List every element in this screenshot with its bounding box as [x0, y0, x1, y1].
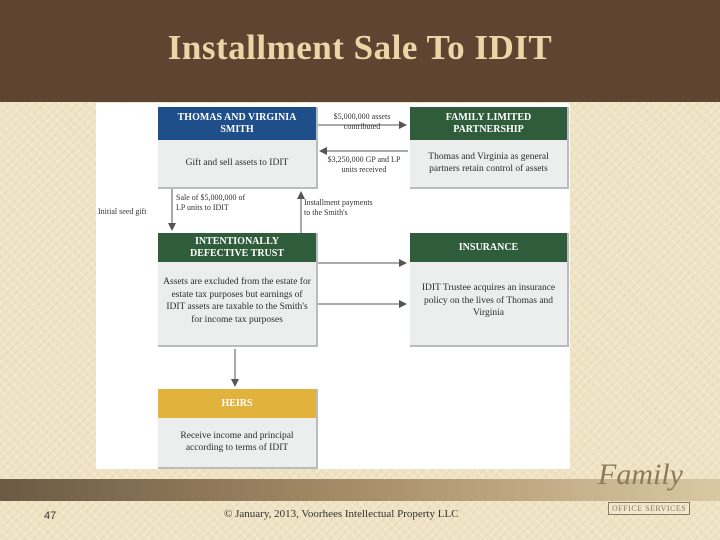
box-smith-body: Gift and sell assets to IDIT [185, 157, 289, 168]
box-idit-body: Assets are excluded from the estate for … [163, 277, 311, 325]
copyright-text: © January, 2013, Voorhees Intellectual P… [224, 508, 459, 520]
label-gp-lp-units: $3,250,000 GP and LP units received [327, 155, 401, 174]
box-smith-head: THOMAS AND VIRGINIA SMITH [158, 107, 316, 140]
label-sale-lp-units: Sale of $5,000,000 of LP units to IDIT [176, 193, 246, 212]
box-heirs-body: Receive income and principal according t… [180, 430, 294, 454]
family-office-services-logo: Family OFFICE SERVICES [588, 458, 696, 520]
box-flp: FAMILY LIMITED PARTNERSHIP Thomas and Vi… [410, 107, 569, 189]
box-insurance: INSURANCE IDIT Trustee acquires an insur… [410, 233, 569, 347]
box-heirs: HEIRS Receive income and principal accor… [158, 389, 318, 469]
title-bar: Installment Sale To IDIT [0, 0, 720, 102]
box-insurance-head: INSURANCE [410, 233, 567, 262]
page-number: 47 [44, 510, 57, 522]
box-idit: INTENTIONALLY DEFECTIVE TRUST Assets are… [158, 233, 318, 347]
slide-title: Installment Sale To IDIT [167, 28, 553, 67]
box-flp-body: Thomas and Virginia as general partners … [428, 151, 549, 175]
label-assets-contributed: $5,000,000 assets contributed [333, 112, 391, 131]
label-installment-payments: Installment payments to the Smith's [304, 198, 373, 217]
box-idit-head: INTENTIONALLY DEFECTIVE TRUST [158, 233, 316, 262]
logo-subtitle: OFFICE SERVICES [608, 502, 691, 515]
logo-script-text: Family [598, 458, 683, 491]
label-initial-seed-gift: Initial seed gift [98, 207, 147, 216]
box-insurance-body: IDIT Trustee acquires an insurance polic… [421, 283, 556, 319]
box-flp-head: FAMILY LIMITED PARTNERSHIP [410, 107, 567, 140]
box-smith: THOMAS AND VIRGINIA SMITH Gift and sell … [158, 107, 318, 189]
footer-band [0, 479, 720, 501]
diagram-arrows [168, 121, 408, 387]
box-heirs-head: HEIRS [158, 389, 316, 418]
diagram-panel: THOMAS AND VIRGINIA SMITH Gift and sell … [96, 103, 570, 469]
